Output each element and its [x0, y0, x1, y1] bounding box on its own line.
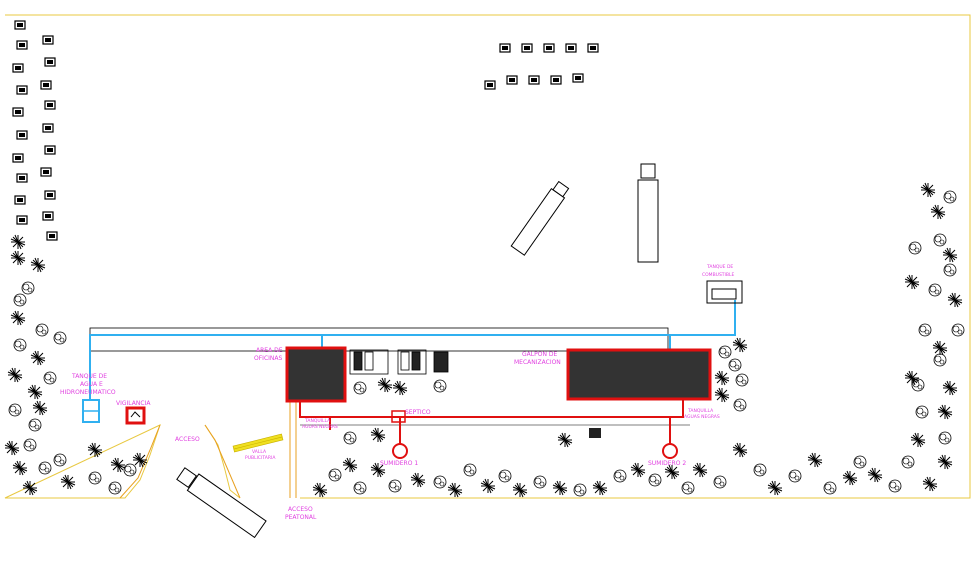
label-area-oficinas-1: AREA DE	[256, 347, 283, 354]
office-building	[285, 346, 347, 403]
label-sumidero-2: SUMIDERO 2	[648, 460, 686, 467]
label-tanque-combustible-2: COMBUSTIBLE	[702, 272, 734, 278]
property-boundary	[4, 14, 971, 499]
guardhouse	[125, 406, 146, 425]
sewage-line	[299, 400, 684, 444]
septic-tank	[391, 410, 406, 423]
label-tanquilla-2-b: AGUAS NEGRAS	[684, 414, 720, 420]
label-tanque-agua-2: AGUA E	[80, 381, 103, 388]
label-acceso-peatonal-1: ACCESO	[288, 506, 313, 513]
sumidero-1-symbol	[392, 443, 408, 459]
label-septico: SEPTICO	[405, 409, 431, 416]
car-cluster-top	[484, 43, 599, 90]
sumidero-2-symbol	[662, 443, 678, 459]
label-tanque-agua-1: TANQUE DE	[71, 373, 107, 380]
label-acceso: ACCESO	[175, 436, 200, 443]
label-tanquilla-1-a: TANQUILLA	[304, 418, 331, 424]
label-valla-1: VALLA	[252, 449, 267, 455]
label-acceso-peatonal-2: PEATONAL	[285, 514, 317, 521]
mechanization-shed	[566, 348, 712, 401]
label-area-oficinas-2: OFICINAS	[254, 355, 282, 362]
label-tanquilla-2-a: TANQUILLA	[687, 408, 714, 414]
site-platform-outline	[89, 327, 669, 352]
label-tanque-combustible-1: TANQUE DE	[706, 264, 733, 270]
equipment-marker	[589, 428, 601, 438]
label-tanque-agua-3: HIDRONEUMATICO	[60, 389, 116, 396]
label-galpon-1: GALPON DE	[522, 351, 557, 358]
access-curb	[204, 424, 241, 499]
label-tanquilla-1-b: AGUAS NEGRAS	[302, 424, 338, 430]
truck-2	[637, 163, 659, 263]
parking-fixtures	[349, 349, 449, 375]
billboard	[232, 433, 284, 453]
label-valla-2: PUBLICITARIA	[245, 455, 276, 461]
truck-1	[510, 180, 570, 256]
truck-3	[176, 467, 267, 539]
label-vigilancia: VIGILANCIA	[116, 400, 151, 407]
fuel-tank	[706, 280, 743, 304]
vegetation	[4, 182, 965, 498]
label-sumidero-1: SUMIDERO 1	[380, 460, 418, 467]
car-cluster-left	[12, 20, 58, 241]
label-galpon-2: MECANIZACION	[514, 359, 561, 366]
